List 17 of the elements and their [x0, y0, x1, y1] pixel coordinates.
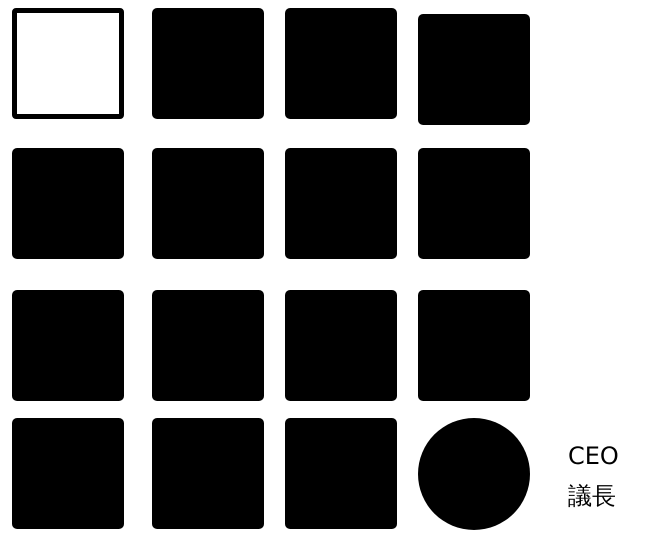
- square-tile: [418, 14, 530, 125]
- side-label: CEO: [568, 444, 619, 468]
- square-tile: [152, 290, 264, 401]
- square-tile: [12, 290, 124, 401]
- square-tile: [418, 148, 530, 259]
- square-tile: [285, 290, 397, 401]
- square-tile: [12, 8, 124, 119]
- square-tile: [152, 148, 264, 259]
- square-tile: [418, 290, 530, 401]
- square-tile: [152, 8, 264, 119]
- side-label: 議長: [568, 484, 616, 508]
- square-tile: [285, 8, 397, 119]
- square-tile: [285, 148, 397, 259]
- square-tile: [12, 418, 124, 529]
- square-tile: [152, 418, 264, 529]
- square-tile: [285, 418, 397, 529]
- square-tile: [12, 148, 124, 259]
